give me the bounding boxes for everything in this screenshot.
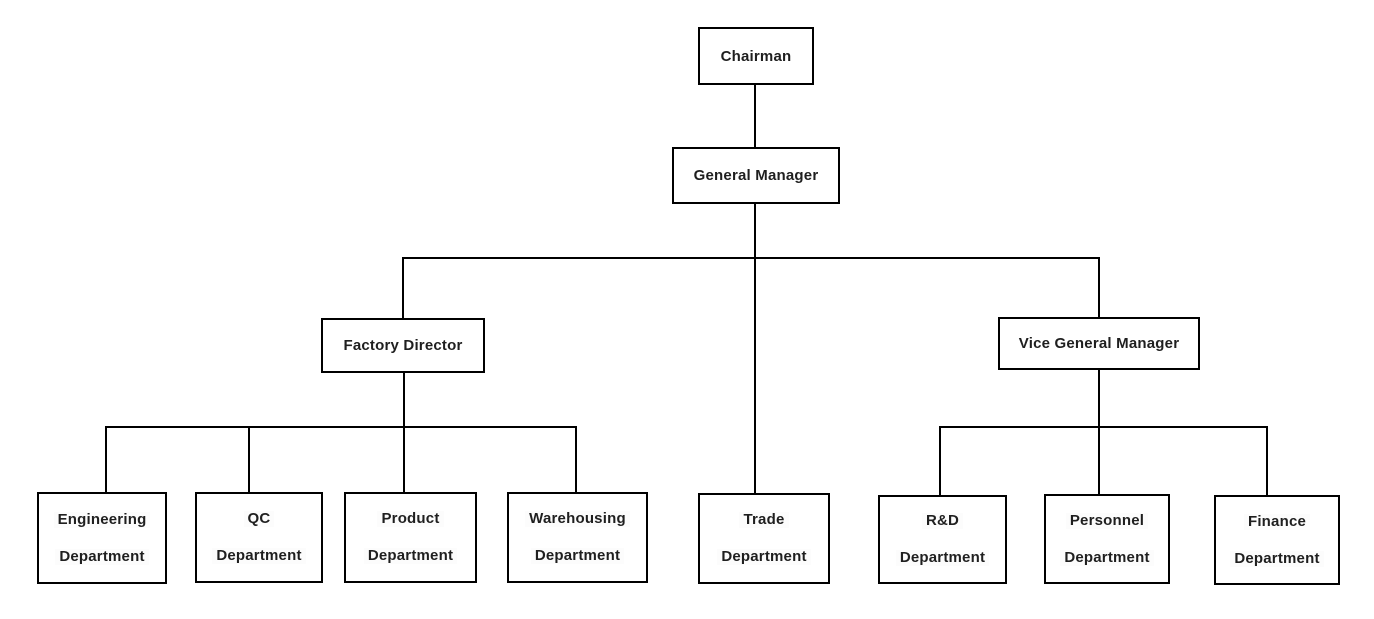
org-box-qc-department: QC Department bbox=[195, 492, 323, 583]
org-box-product-line2: Department bbox=[363, 548, 458, 564]
org-box-product-line1: Product bbox=[377, 511, 444, 527]
org-box-general-manager: General Manager bbox=[672, 147, 840, 204]
org-box-rnd-line1: R&D bbox=[921, 513, 964, 529]
org-box-engineering-department: Engineering Department bbox=[37, 492, 167, 584]
org-box-factory-director-label: Factory Director bbox=[343, 337, 463, 354]
org-box-product-department: Product Department bbox=[344, 492, 477, 583]
connector-drop-qc bbox=[248, 426, 250, 493]
org-box-factory-director: Factory Director bbox=[321, 318, 485, 373]
org-box-trade-line1: Trade bbox=[739, 512, 789, 528]
org-box-personnel-line2: Department bbox=[1060, 549, 1154, 566]
connector-drop-engineering bbox=[105, 426, 107, 493]
org-box-trade-line2: Department bbox=[717, 549, 811, 565]
org-box-chairman-label: Chairman bbox=[720, 47, 792, 65]
org-box-general-manager-label: General Manager bbox=[693, 167, 819, 184]
org-box-chairman: Chairman bbox=[698, 27, 814, 85]
org-box-engineering-line2: Department bbox=[55, 548, 149, 565]
connector-top-bus bbox=[402, 257, 1100, 259]
org-box-finance-line1: Finance bbox=[1243, 513, 1311, 530]
org-box-warehousing-department: Warehousing Department bbox=[507, 492, 648, 583]
connector-right-bus bbox=[939, 426, 1268, 428]
org-box-finance-department: Finance Department bbox=[1214, 495, 1340, 585]
org-box-personnel-line1: Personnel bbox=[1065, 512, 1149, 529]
connector-drop-vice-gm bbox=[1098, 257, 1100, 318]
org-box-qc-line1: QC bbox=[243, 511, 275, 527]
connector-vgm-to-personnel-vertical bbox=[1098, 369, 1100, 495]
connector-fd-to-product-vertical bbox=[403, 372, 405, 493]
connector-drop-rnd bbox=[939, 426, 941, 495]
org-box-qc-line2: Department bbox=[212, 548, 306, 564]
connector-gm-to-trade-vertical bbox=[754, 203, 756, 494]
org-box-warehousing-line1: Warehousing bbox=[525, 511, 630, 527]
org-box-finance-line2: Department bbox=[1230, 550, 1324, 567]
org-box-vice-general-manager: Vice General Manager bbox=[998, 317, 1200, 370]
org-box-vice-general-manager-label: Vice General Manager bbox=[1018, 335, 1180, 352]
org-box-rnd-line2: Department bbox=[895, 550, 990, 566]
connector-left-bus bbox=[105, 426, 577, 428]
org-box-trade-department: Trade Department bbox=[698, 493, 830, 584]
connector-chairman-to-gm bbox=[754, 84, 756, 147]
connector-drop-warehousing bbox=[575, 426, 577, 493]
connector-drop-finance bbox=[1266, 426, 1268, 495]
org-box-warehousing-line2: Department bbox=[530, 548, 625, 564]
org-box-engineering-line1: Engineering bbox=[53, 511, 151, 528]
org-box-personnel-department: Personnel Department bbox=[1044, 494, 1170, 584]
connector-drop-factory-director bbox=[402, 257, 404, 318]
org-box-rnd-department: R&D Department bbox=[878, 495, 1007, 584]
